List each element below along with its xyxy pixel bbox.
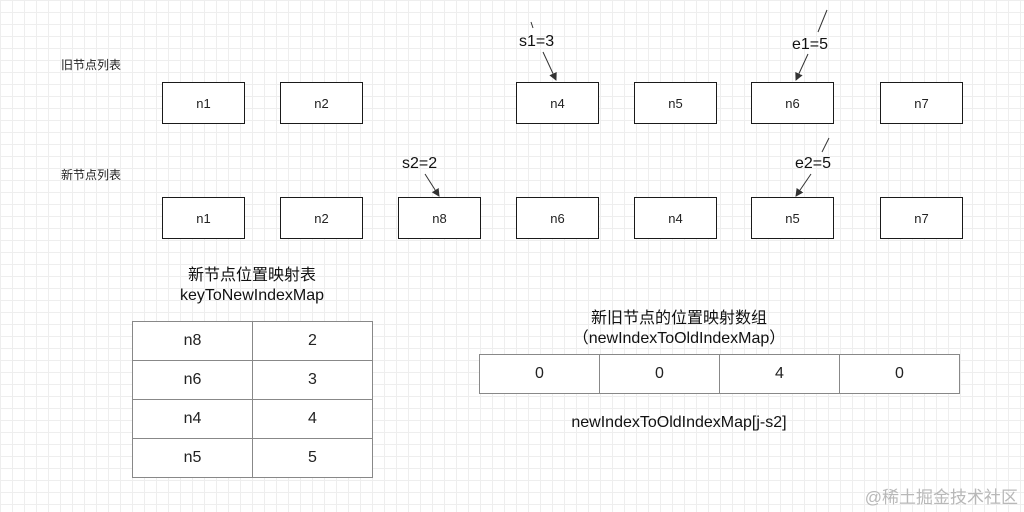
value-cell: 2 <box>252 321 373 361</box>
new-node: n7 <box>880 197 963 239</box>
key-cell: n4 <box>132 399 253 439</box>
key-cell: n8 <box>132 321 253 361</box>
array-cell: 0 <box>480 355 600 393</box>
new-node: n4 <box>634 197 717 239</box>
value-cell: 4 <box>252 399 373 439</box>
key-map-title-text: 新节点位置映射表 <box>187 267 316 284</box>
new-node: n6 <box>516 197 599 239</box>
new-node: n5 <box>751 197 834 239</box>
value-cell: 3 <box>252 360 373 400</box>
old-node: n4 <box>516 82 599 124</box>
e1-tick <box>817 9 828 33</box>
s1-label: s1=3 <box>519 33 555 50</box>
array-cell: 4 <box>720 355 840 393</box>
key-map-subtitle: keyToNewIndexMap <box>179 287 325 304</box>
e2-tick <box>821 137 830 153</box>
old-node: n1 <box>162 82 245 124</box>
e1-label: e1=5 <box>792 36 829 53</box>
e1-arrow <box>795 53 809 81</box>
s2-arrow <box>424 173 440 197</box>
key-map-table: n8 2 n6 3 n4 4 n5 5 <box>132 321 373 478</box>
value-cell: 5 <box>252 438 373 478</box>
index-array-title: 新旧节点的位置映射数组 （newIndexToOldIndexMap） <box>479 309 879 349</box>
table-row: n5 5 <box>132 438 373 478</box>
table-row: n4 4 <box>132 399 373 439</box>
e2-arrow <box>795 173 812 197</box>
new-node: n1 <box>162 197 245 239</box>
new-node: n2 <box>280 197 363 239</box>
index-array-title-text: 新旧节点的位置映射数组 <box>590 310 767 327</box>
key-cell: n6 <box>132 360 253 400</box>
old-list-label: 旧节点列表 <box>61 58 122 72</box>
index-array: 0 0 4 0 <box>479 354 960 394</box>
e2-label: e2=5 <box>795 155 832 172</box>
index-array-subtitle: （newIndexToOldIndexMap） <box>572 330 786 347</box>
watermark: @稀土掘金技术社区 <box>864 488 1018 507</box>
key-cell: n5 <box>132 438 253 478</box>
index-array-footer: newIndexToOldIndexMap[j-s2] <box>571 414 787 431</box>
array-cell: 0 <box>895 365 904 382</box>
new-node: n8 <box>398 197 481 239</box>
array-cell: 0 <box>600 355 720 393</box>
s1-tick <box>530 21 534 29</box>
old-node: n6 <box>751 82 834 124</box>
key-map-title: 新节点位置映射表 keyToNewIndexMap <box>132 266 372 306</box>
s1-arrow <box>542 51 557 81</box>
table-row: n8 2 <box>132 321 373 361</box>
table-row: n6 3 <box>132 360 373 400</box>
new-list-label: 新节点列表 <box>61 168 122 182</box>
old-node: n5 <box>634 82 717 124</box>
old-node: n7 <box>880 82 963 124</box>
old-node: n2 <box>280 82 363 124</box>
s2-label: s2=2 <box>402 155 438 172</box>
